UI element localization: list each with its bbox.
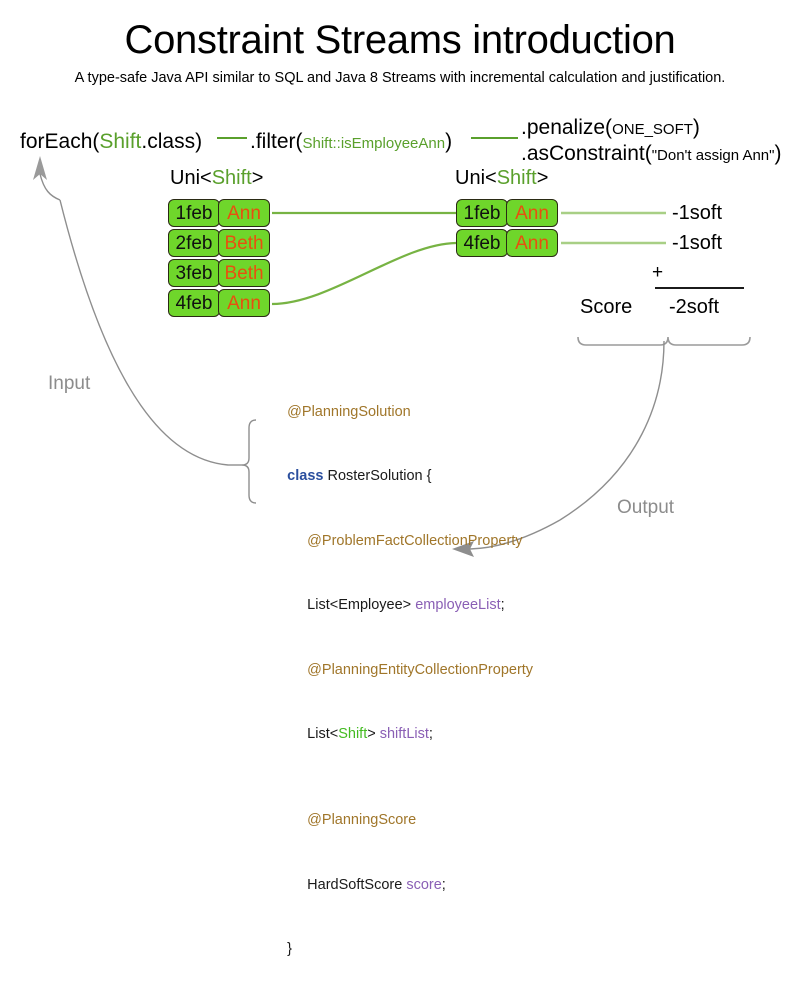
input-arrow-tail [40,174,60,200]
fact-row[interactable]: 4feb Ann [168,289,270,317]
uni-left-type: Shift [212,167,252,189]
uni-left-prefix: Uni< [170,167,212,189]
keyword-class: class [287,468,323,484]
code-line-planning-score-ann: @PlanningScore [263,789,533,854]
input-label: Input [48,373,90,395]
as-constraint-suffix: ) [774,142,781,165]
fact-row[interactable]: 1feb Ann [456,199,558,227]
fact-date: 1feb [456,199,508,227]
fact-employee: Ann [218,289,270,317]
fact-date: 2feb [168,229,220,257]
penalty-label-2: -1soft [672,231,722,255]
fact-row[interactable]: 4feb Ann [456,229,558,257]
foreach-suffix: .class) [141,130,202,153]
penalty-label-1: -1soft [672,201,722,225]
code-line-class-decl: class RosterSolution { [263,445,533,510]
annotation-planning-score: @PlanningScore [307,812,416,828]
fact-list-right: 1feb Ann 4feb Ann [456,199,558,257]
field-name-score: score [406,877,441,893]
score-label: Score [580,295,632,319]
penalize-arg: ONE_SOFT [612,121,693,138]
fact-date: 3feb [168,259,220,287]
as-constraint-arg: "Don't assign Ann" [652,147,775,164]
filter-arg: Shift::isEmployeeAnn [303,135,446,152]
code-line-planning-solution: @PlanningSolution [263,380,533,445]
code-block: @PlanningSolution class RosterSolution {… [263,380,533,982]
match-line-4feb [272,243,456,304]
as-constraint-call: .asConstraint("Don't assign Ann") [521,141,781,169]
foreach-call: forEach(Shift.class) [20,129,202,155]
foreach-prefix: forEach( [20,130,99,153]
semicolon: ; [429,726,433,742]
code-fields-brace [242,420,256,503]
uni-left-suffix: > [252,167,264,189]
code-line-employee-list: List<Employee> employeeList; [263,574,533,639]
annotation-problem-fact-collection-property: @ProblemFactCollectionProperty [307,533,522,549]
fact-employee: Ann [218,199,270,227]
uni-right-type: Shift [497,167,537,189]
output-connector [560,341,664,520]
field-type-shift-list-prefix: List< [307,726,338,742]
fact-employee: Ann [506,199,558,227]
page-title: Constraint Streams introduction [0,16,800,64]
close-brace: } [287,941,292,957]
uni-label-left: Uni<Shift> [170,166,263,190]
fact-row[interactable]: 1feb Ann [168,199,270,227]
filter-call: .filter(Shift::isEmployeeAnn) [250,129,452,157]
code-line-score-field: HardSoftScore score; [263,853,533,918]
uni-right-prefix: Uni< [455,167,497,189]
uni-label-right: Uni<Shift> [455,166,548,190]
filter-prefix: .filter( [250,130,303,153]
penalize-prefix: .penalize( [521,116,612,139]
code-line-planning-entity-ann: @PlanningEntityCollectionProperty [263,638,533,703]
field-type-hard-soft-score: HardSoftScore [307,877,406,893]
code-line-shift-list: List<Shift> shiftList; [263,703,533,768]
diagram-canvas: Constraint Streams introduction A type-s… [0,0,800,600]
fact-date: 4feb [168,289,220,317]
fact-date: 1feb [168,199,220,227]
fact-employee: Beth [218,259,270,287]
fact-list-left: 1feb Ann 2feb Beth 3feb Beth 4feb Ann [168,199,270,317]
code-line-close-brace: } [263,918,533,982]
field-name-shift-list: shiftList [380,726,429,742]
semicolon: ; [442,877,446,893]
class-name: RosterSolution { [323,468,431,484]
code-line-problem-fact-ann: @ProblemFactCollectionProperty [263,509,533,574]
field-type-employee-list: List<Employee> [307,597,415,613]
filter-suffix: ) [445,130,452,153]
uni-right-suffix: > [537,167,549,189]
penalize-call: .penalize(ONE_SOFT) [521,115,700,143]
field-type-shift: Shift [338,726,367,742]
fact-date: 4feb [456,229,508,257]
input-arrow-head [33,156,47,180]
fact-row[interactable]: 2feb Beth [168,229,270,257]
score-divider-rule [655,287,744,289]
score-brace [578,337,750,345]
foreach-type: Shift [99,130,141,153]
semicolon: ; [501,597,505,613]
penalize-suffix: ) [693,116,700,139]
fact-employee: Ann [506,229,558,257]
score-total: -2soft [669,295,719,319]
fact-row[interactable]: 3feb Beth [168,259,270,287]
field-type-shift-list-suffix: > [367,726,380,742]
as-constraint-prefix: .asConstraint( [521,142,652,165]
field-name-employee-list: employeeList [415,597,500,613]
fact-employee: Beth [218,229,270,257]
annotation-planning-solution: @PlanningSolution [287,404,411,420]
page-subtitle: A type-safe Java API similar to SQL and … [0,68,800,88]
annotation-planning-entity-collection-property: @PlanningEntityCollectionProperty [307,662,533,678]
code-blank-line [263,767,533,789]
output-label: Output [617,497,674,519]
score-operator: + [652,263,663,283]
